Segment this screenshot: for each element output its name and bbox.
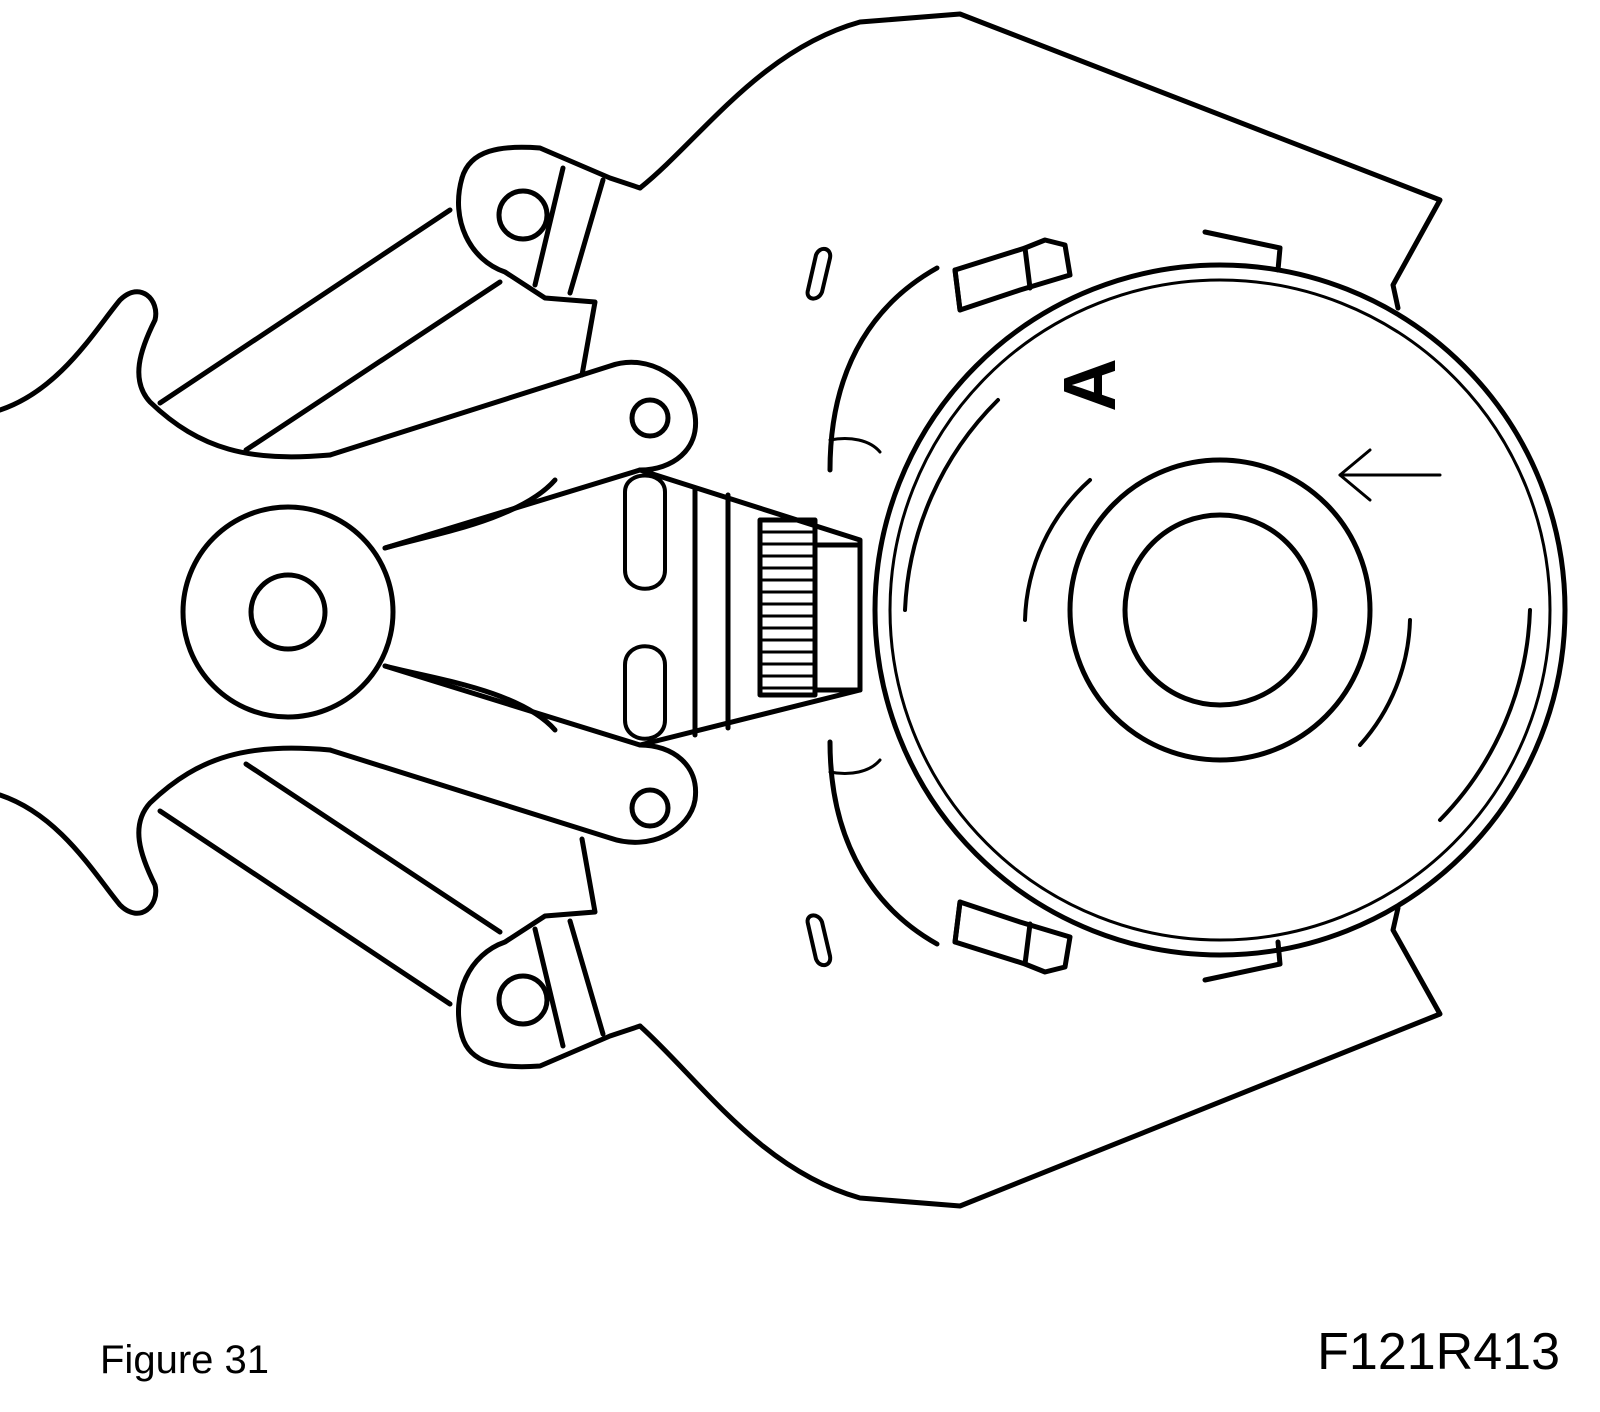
lower-pivot-hole (496, 973, 550, 1027)
pulley-inner-rim (888, 278, 1552, 942)
callout-a: A (1048, 358, 1131, 411)
pulley-hub-ring (1067, 457, 1373, 763)
adjuster-slot-upper (623, 473, 667, 591)
tensioner-pulley (872, 262, 1568, 958)
adjuster-slot-lower (623, 644, 667, 741)
pulley-bracket (827, 229, 1283, 983)
upper-slot (805, 246, 833, 301)
center-pivot (180, 504, 396, 720)
lower-arm (157, 663, 833, 1070)
figure-label: Figure 31 (100, 1338, 269, 1382)
lower-link-pin (629, 787, 671, 829)
left-arrow-icon (1338, 448, 1442, 502)
pulley-bore (1122, 512, 1318, 708)
knurled-adjuster-screw (757, 517, 818, 698)
housing-outline (0, 11, 1443, 1209)
upper-pivot-hole (496, 188, 550, 242)
lower-slot (805, 913, 833, 968)
upper-link-pin (629, 397, 671, 439)
center-pivot-hole (248, 572, 328, 652)
pulley-outer-rim (872, 262, 1568, 958)
reference-code: F121R413 (1317, 1323, 1560, 1381)
adjuster-body (623, 467, 863, 748)
upper-arm (157, 144, 833, 551)
